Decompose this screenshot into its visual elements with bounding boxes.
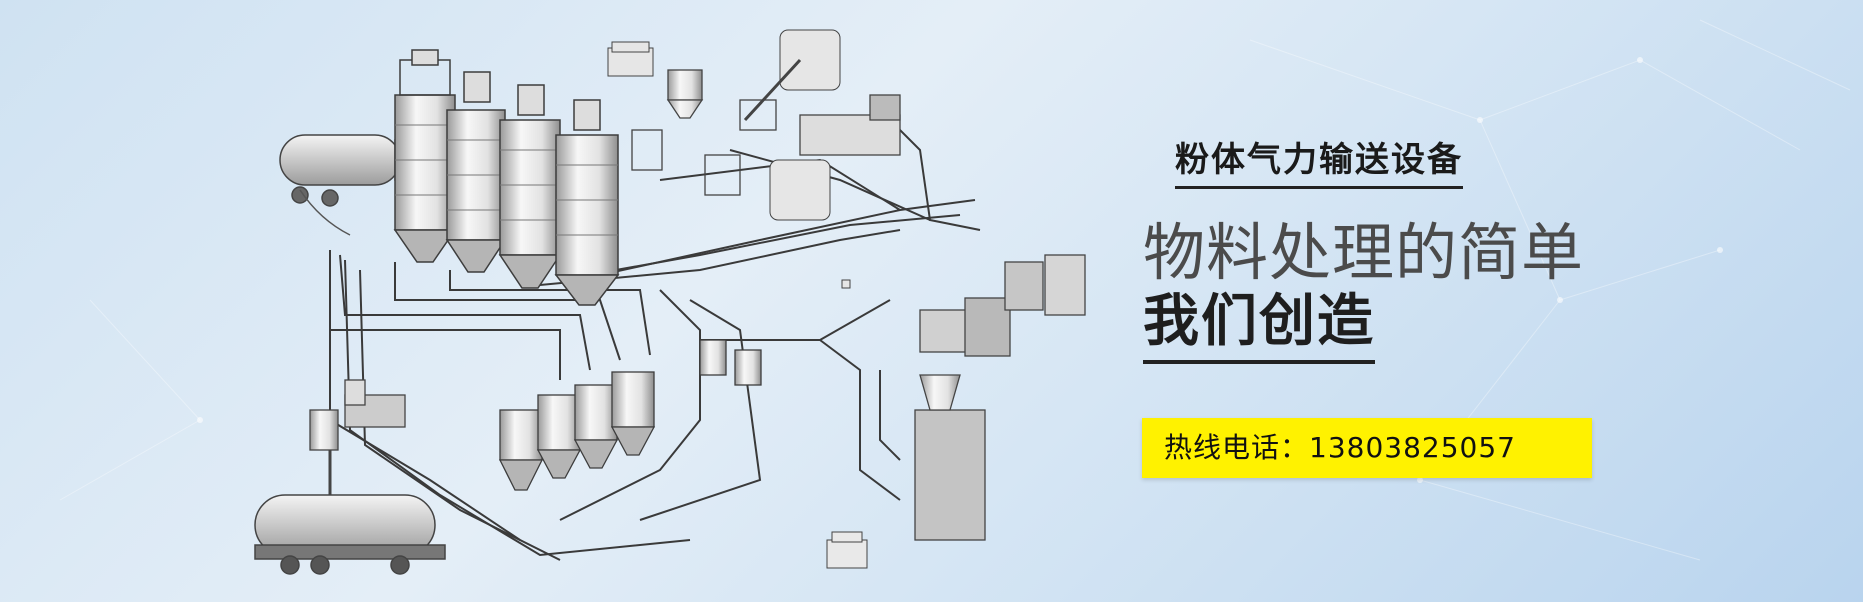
hotline-text: 热线电话：13803825057 [1164,431,1516,464]
banner-title: 粉体气力输送设备 [1175,140,1463,189]
hotline-box: 热线电话：13803825057 [1142,418,1592,478]
slogan-line-1: 物料处理的简单 [1143,216,1585,289]
slogan-line-2: 我们创造 [1143,290,1375,364]
